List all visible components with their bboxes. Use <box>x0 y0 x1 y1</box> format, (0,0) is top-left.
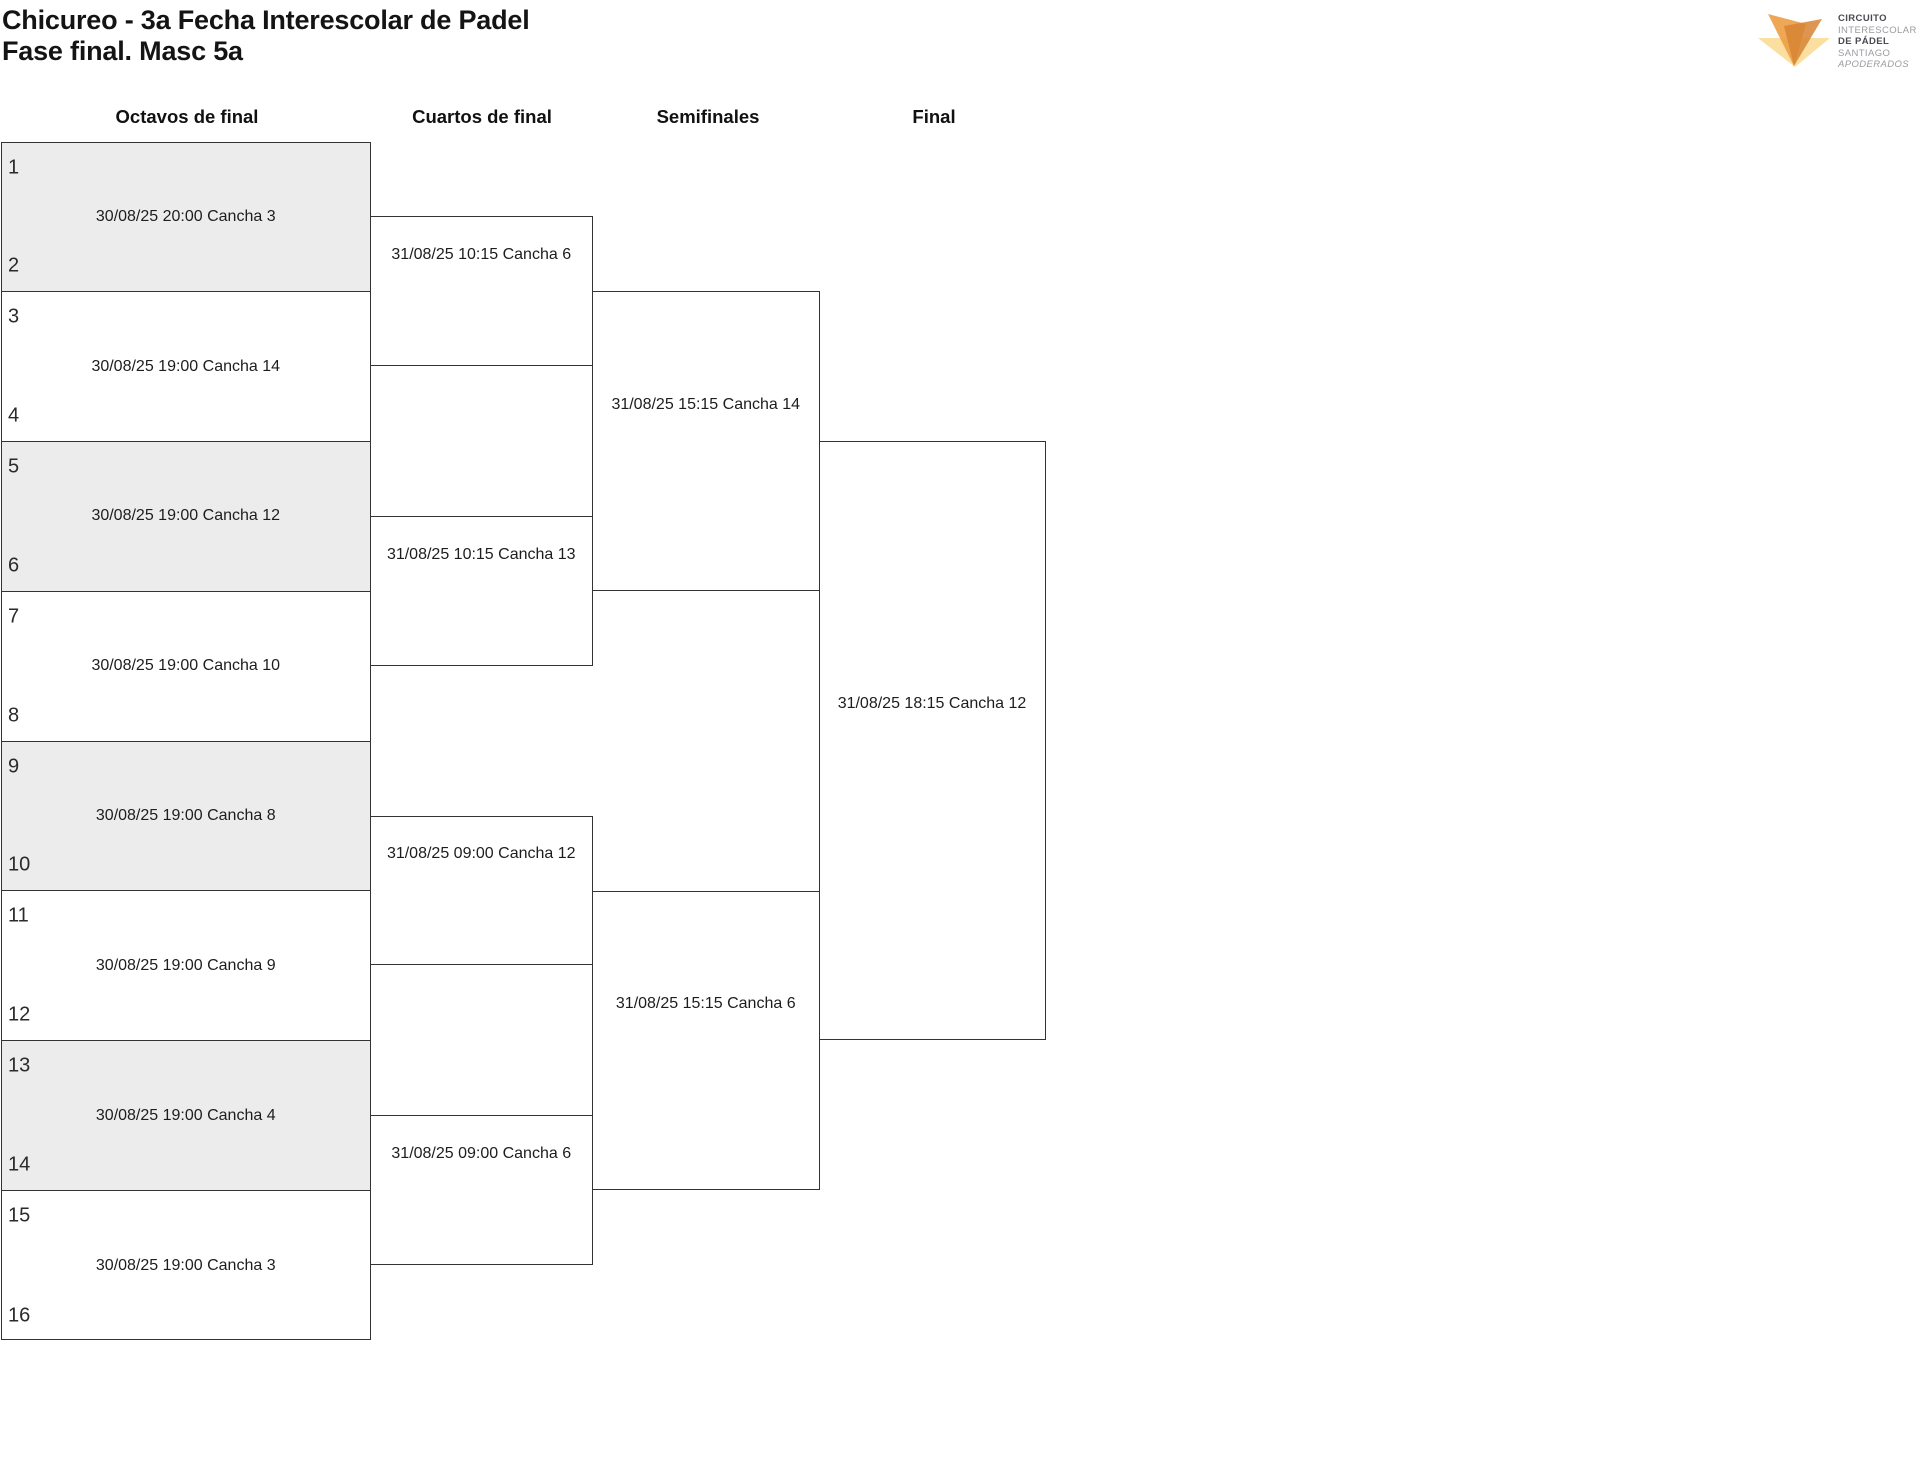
match-schedule: 30/08/25 19:00 Cancha 10 <box>91 657 281 675</box>
octavos-column: 1 30/08/25 20:00 Cancha 3 2 3 30/08/25 1… <box>1 141 371 1340</box>
semifinal-match-1: 31/08/25 15:15 Cancha 14 <box>592 291 820 591</box>
round-header-final: Final <box>912 106 956 127</box>
cuartos-match-3: 31/08/25 09:00 Cancha 12 <box>370 815 593 966</box>
seed-number: 2 <box>8 254 20 277</box>
logo-line: APODERADOS <box>1838 59 1910 71</box>
match-schedule: 31/08/25 09:00 Cancha 12 <box>386 845 576 863</box>
match-schedule: 30/08/25 19:00 Cancha 4 <box>95 1106 276 1124</box>
logo-line: INTERESCOLAR <box>1838 24 1917 36</box>
seed-number: 11 <box>8 904 29 927</box>
match-schedule: 31/08/25 15:15 Cancha 14 <box>611 395 801 413</box>
round-header-cuartos: Cuartos de final <box>412 106 552 127</box>
match-schedule: 30/08/25 20:00 Cancha 3 <box>95 207 276 225</box>
logo-line: CIRCUITO <box>1838 13 1887 24</box>
phase-subtitle: Fase final. Masc 5a <box>2 36 243 66</box>
match-schedule: 31/08/25 18:15 Cancha 12 <box>837 695 1027 713</box>
page-title: Chicureo - 3a Fecha Interescolar de Pade… <box>2 5 530 67</box>
match-schedule: 30/08/25 19:00 Cancha 9 <box>95 956 276 974</box>
match-schedule: 31/08/25 10:15 Cancha 13 <box>386 545 576 563</box>
match-schedule: 30/08/25 19:00 Cancha 12 <box>91 507 281 525</box>
semifinal-match-2: 31/08/25 15:15 Cancha 6 <box>592 890 820 1191</box>
round-header-semifinales: Semifinales <box>656 106 760 127</box>
cuartos-match-1: 31/08/25 10:15 Cancha 6 <box>370 216 593 367</box>
octavos-match-1: 1 30/08/25 20:00 Cancha 3 2 <box>2 142 370 293</box>
octavos-match-8: 15 30/08/25 19:00 Cancha 3 16 <box>2 1191 370 1339</box>
octavos-match-6: 11 30/08/25 19:00 Cancha 9 12 <box>2 891 370 1042</box>
seed-number: 4 <box>8 404 20 427</box>
octavos-match-3: 5 30/08/25 19:00 Cancha 12 6 <box>2 442 370 592</box>
final-match: 31/08/25 18:15 Cancha 12 <box>818 441 1046 1041</box>
match-schedule: 31/08/25 10:15 Cancha 6 <box>391 245 572 263</box>
logo-line: DE PÁDEL <box>1838 36 1890 48</box>
seed-number: 6 <box>8 554 20 577</box>
octavos-match-4: 7 30/08/25 19:00 Cancha 10 8 <box>2 592 370 742</box>
logo-wordmark: CIRCUITO INTERESCOLAR DE PÁDEL SANTIAGO … <box>1838 13 1917 71</box>
circuito-logo: CIRCUITO INTERESCOLAR DE PÁDEL SANTIAGO … <box>1756 9 1920 73</box>
seed-number: 1 <box>8 156 20 178</box>
fox-arrow-icon <box>1758 14 1830 67</box>
seed-number: 9 <box>8 755 20 778</box>
tournament-title: Chicureo - 3a Fecha Interescolar de Pade… <box>2 5 530 35</box>
seed-number: 10 <box>8 853 31 876</box>
seed-number: 13 <box>8 1054 31 1077</box>
match-schedule: 31/08/25 09:00 Cancha 6 <box>391 1144 572 1162</box>
seed-number: 3 <box>8 305 20 328</box>
cuartos-match-4: 31/08/25 09:00 Cancha 6 <box>370 1115 593 1265</box>
seed-number: 8 <box>8 704 20 727</box>
match-schedule: 30/08/25 19:00 Cancha 8 <box>95 807 276 825</box>
match-schedule: 31/08/25 15:15 Cancha 6 <box>615 994 796 1012</box>
octavos-match-5: 9 30/08/25 19:00 Cancha 8 10 <box>2 741 370 892</box>
seed-number: 5 <box>8 455 20 478</box>
seed-number: 16 <box>8 1304 31 1327</box>
cuartos-match-2: 31/08/25 10:15 Cancha 13 <box>370 516 593 666</box>
octavos-match-7: 13 30/08/25 19:00 Cancha 4 14 <box>2 1041 370 1192</box>
round-header-octavos: Octavos de final <box>115 106 259 127</box>
match-schedule: 30/08/25 19:00 Cancha 3 <box>95 1256 276 1274</box>
match-schedule: 30/08/25 19:00 Cancha 14 <box>91 357 281 375</box>
seed-number: 7 <box>8 605 20 628</box>
seed-number: 15 <box>8 1204 31 1227</box>
seed-number: 14 <box>8 1153 31 1176</box>
seed-number: 12 <box>8 1003 31 1026</box>
logo-line: SANTIAGO <box>1838 47 1891 59</box>
octavos-match-2: 3 30/08/25 19:00 Cancha 14 4 <box>2 292 370 443</box>
